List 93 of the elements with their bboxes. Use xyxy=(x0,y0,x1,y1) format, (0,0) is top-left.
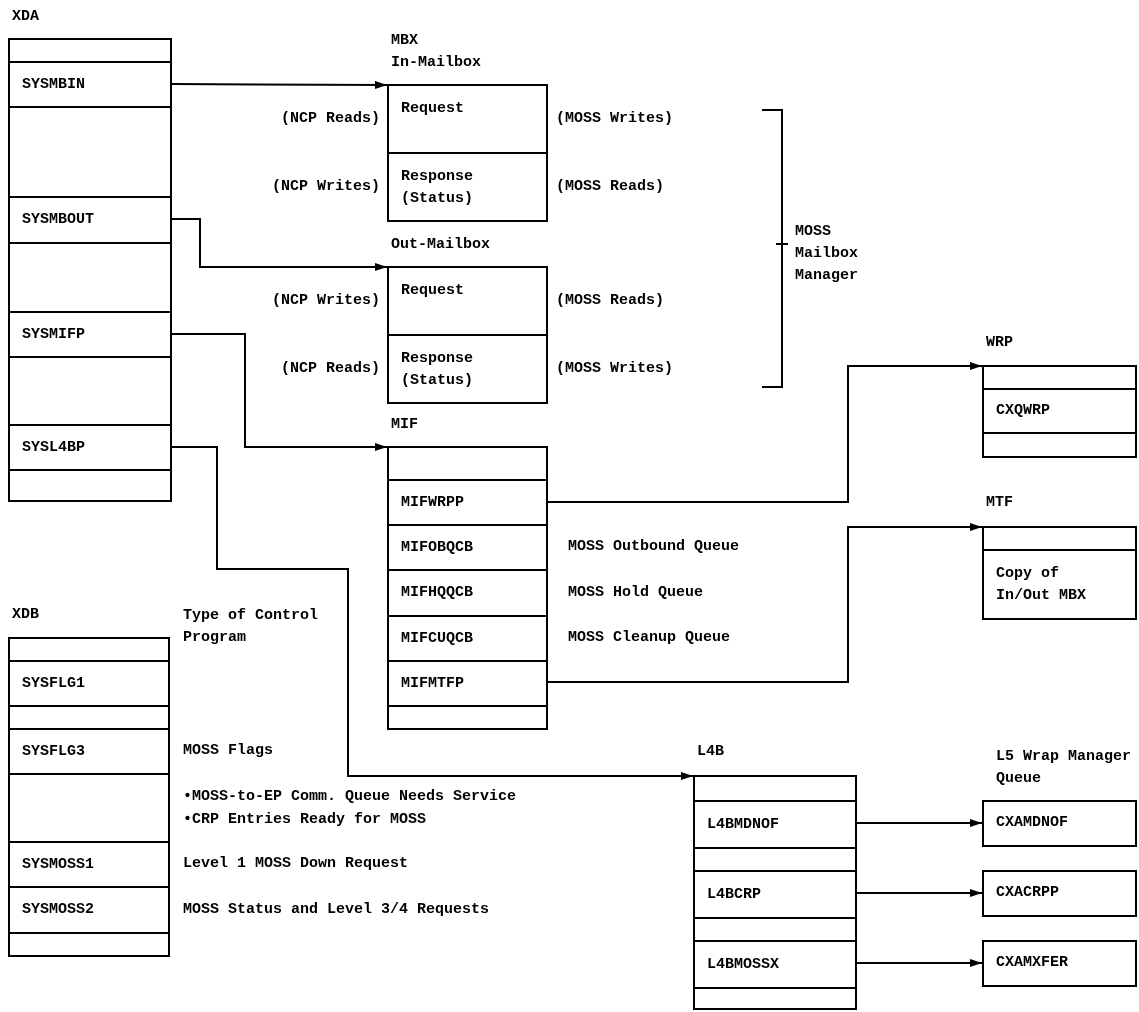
field-label: CXAMDNOF xyxy=(996,813,1068,834)
empty-row xyxy=(8,705,170,728)
label: Type of Control Program xyxy=(183,606,320,648)
field-label: CXQWRP xyxy=(996,401,1050,421)
table-row xyxy=(982,549,1137,620)
empty-row xyxy=(387,446,548,479)
table-heading: In-Mailbox xyxy=(391,53,481,73)
empty-row xyxy=(693,847,857,870)
arrow xyxy=(856,819,983,827)
table-row xyxy=(387,524,548,569)
annotation: (MOSS Writes) xyxy=(556,359,674,379)
record-box xyxy=(982,940,1137,987)
annotation: Level 1 MOSS Down Request xyxy=(183,854,409,874)
annotation: •MOSS-to-EP Comm. Queue Needs Service xyxy=(183,787,517,807)
field-label: MIFHQQCB xyxy=(401,583,473,603)
empty-row xyxy=(8,469,172,502)
empty-row xyxy=(982,526,1137,549)
empty-row xyxy=(8,356,172,424)
field-label: L4BCRP xyxy=(707,884,761,905)
annotation: MOSS Hold Queue xyxy=(568,583,704,603)
annotation: (MOSS Reads) xyxy=(556,291,665,311)
table-row xyxy=(387,334,548,404)
table-row xyxy=(8,841,170,886)
empty-row xyxy=(8,106,172,196)
field-label: Response (Status) xyxy=(401,349,474,391)
annotation: (MOSS Reads) xyxy=(556,177,665,197)
table-row xyxy=(387,266,548,334)
empty-row xyxy=(982,365,1137,388)
table-row xyxy=(387,569,548,615)
arrow xyxy=(171,446,694,780)
annotation: MOSS Status and Level 3/4 Requests xyxy=(183,900,490,920)
field-label: Response (Status) xyxy=(401,167,474,209)
empty-row xyxy=(693,987,857,1010)
annotation: (NCP Reads) xyxy=(280,359,380,379)
arrow xyxy=(171,333,388,451)
table-heading: L4B xyxy=(697,742,724,762)
label: MOSS Mailbox Manager xyxy=(795,222,859,286)
empty-row xyxy=(387,705,548,730)
table-heading: XDB xyxy=(12,605,39,625)
field-label: CXAMXFER xyxy=(996,953,1068,974)
annotation: MOSS Cleanup Queue xyxy=(568,628,731,648)
annotation: (NCP Reads) xyxy=(280,109,380,129)
field-label: CXACRPP xyxy=(996,883,1059,904)
field-label: Request xyxy=(401,99,464,119)
arrow xyxy=(171,80,388,89)
field-label: SYSMIFP xyxy=(22,324,85,345)
arrow xyxy=(547,523,983,683)
field-label: L4BMDNOF xyxy=(707,814,779,835)
empty-row xyxy=(8,637,170,660)
field-label: SYSL4BP xyxy=(22,437,85,458)
empty-row xyxy=(693,775,857,800)
table-heading: MTF xyxy=(986,493,1013,513)
table-heading: XDA xyxy=(12,7,39,27)
annotation: (MOSS Writes) xyxy=(556,109,674,129)
arrow xyxy=(547,362,983,503)
table-row xyxy=(387,84,548,152)
annotation: MOSS Flags xyxy=(183,741,273,761)
table-row xyxy=(387,615,548,660)
field-label: L4BMOSSX xyxy=(707,954,779,975)
field-label: SYSFLG3 xyxy=(22,741,85,762)
field-label: Copy of In/Out MBX xyxy=(996,564,1087,606)
arrow xyxy=(856,889,983,897)
table-row xyxy=(387,152,548,222)
field-label: MIFOBQCB xyxy=(401,537,473,558)
field-label: MIFWRPP xyxy=(401,492,464,513)
table-heading: MIF xyxy=(391,415,418,435)
table-row xyxy=(387,479,548,524)
field-label: SYSMBIN xyxy=(22,74,85,95)
empty-row xyxy=(8,242,172,311)
annotation: •CRP Entries Ready for MOSS xyxy=(183,810,427,830)
field-label: MIFMTFP xyxy=(401,673,464,694)
record-box xyxy=(982,800,1137,847)
annotation: (NCP Writes) xyxy=(271,291,380,311)
label: L5 Wrap Manager Queue xyxy=(996,747,1133,789)
field-label: SYSMBOUT xyxy=(22,210,94,230)
annotation: MOSS Outbound Queue xyxy=(568,537,740,557)
arrow xyxy=(856,959,983,967)
arrow xyxy=(171,218,388,271)
empty-row xyxy=(693,917,857,940)
empty-row xyxy=(8,38,172,61)
empty-row xyxy=(982,432,1137,458)
annotation: (NCP Writes) xyxy=(271,177,380,197)
table-heading: Out-Mailbox xyxy=(391,235,491,255)
field-label: SYSFLG1 xyxy=(22,673,85,694)
empty-row xyxy=(8,773,170,841)
table-heading: MBX xyxy=(391,31,419,51)
field-label: MIFCUQCB xyxy=(401,628,473,649)
field-label: Request xyxy=(401,281,464,301)
table-heading: WRP xyxy=(986,333,1013,353)
field-label: SYSMOSS1 xyxy=(22,854,94,875)
record-box xyxy=(982,870,1137,917)
empty-row xyxy=(8,932,170,957)
field-label: SYSMOSS2 xyxy=(22,900,94,920)
